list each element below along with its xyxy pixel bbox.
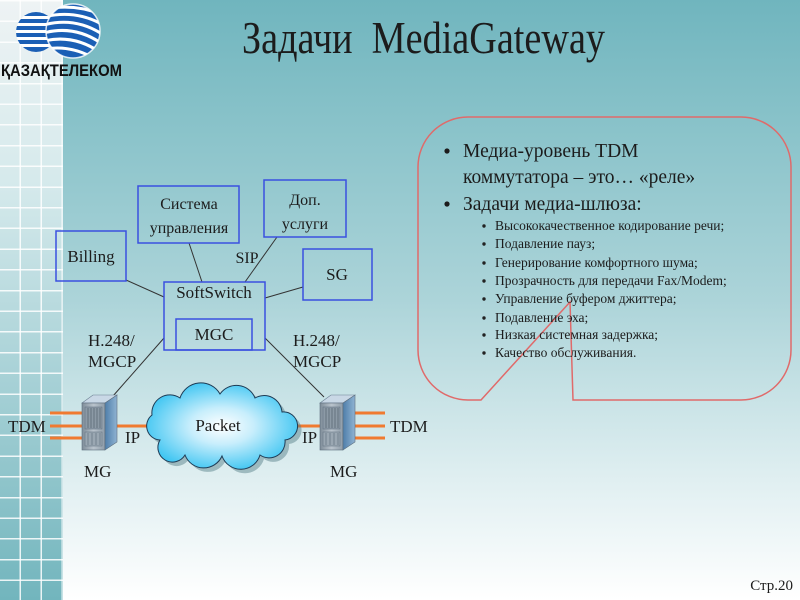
h248-left-label: MGCP (88, 352, 136, 371)
link-softswitch-mg-right (264, 337, 325, 398)
sg-node (302, 248, 373, 301)
slide-title: Задачи MediaGateway (242, 13, 605, 63)
sub-bullet-marker (482, 351, 486, 355)
softswitch-label: SoftSwitch (176, 283, 252, 302)
management-label: управления (150, 220, 229, 237)
callout-shape (417, 116, 792, 401)
tdm-right-label: TDM (390, 417, 428, 436)
bullet-marker (444, 201, 450, 207)
sub-bullet-text: Высококачественное кодирование речи; (495, 218, 724, 233)
server-icon (319, 394, 356, 451)
sip-label: SIP (235, 250, 258, 267)
sub-bullet-marker (482, 224, 486, 228)
mg-left-label: MG (84, 462, 111, 481)
bullet-marker (444, 148, 450, 154)
billing-node (55, 230, 127, 282)
sub-bullet-marker (482, 261, 486, 265)
link-management-softswitch (188, 242, 203, 283)
billing-label: Billing (67, 247, 115, 266)
diagram-links (112, 236, 325, 398)
management-label: Система (160, 196, 218, 213)
callout-bullet-list: Медиа-уровень TDM коммутатора – это… «ре… (444, 141, 695, 215)
server-icon (81, 394, 118, 451)
cloud-icon (146, 382, 302, 474)
sub-bullet-marker (482, 297, 486, 301)
mgc-node (175, 318, 253, 351)
sub-bullet-text: Низкая системная задержка; (495, 327, 658, 342)
sub-bullet-marker (482, 316, 486, 320)
sg-label: SG (326, 265, 348, 284)
trunk-lines (50, 411, 385, 440)
packet-label: Packet (195, 416, 241, 435)
services-label: услуги (282, 216, 329, 233)
bullet-text: коммутатора – это… «реле» (463, 167, 695, 188)
sub-bullet-text: Подавление пауз; (495, 236, 595, 251)
h248-right-label: MGCP (293, 352, 341, 371)
sub-bullet-list: Высококачественное кодирование речи; Под… (482, 218, 727, 360)
mg-right-label: MG (330, 462, 357, 481)
extra-services-node (263, 179, 347, 238)
sub-bullet-text: Качество обслуживания. (495, 345, 636, 360)
h248-right-label: H.248/ (293, 331, 340, 350)
link-sg-softswitch (264, 286, 304, 299)
services-label: Доп. (289, 192, 320, 209)
bullet-text: Задачи медиа-шлюза: (463, 194, 642, 215)
mgc-label: MGC (195, 325, 234, 344)
sub-bullet-text: Прозрачность для передачи Fax/Modem; (495, 273, 727, 288)
left-grid-decoration (0, 0, 63, 600)
link-softswitch-mg-left (112, 337, 165, 397)
bullet-text: Медиа-уровень TDM (463, 141, 639, 162)
management-system-node (137, 185, 240, 244)
sub-bullet-text: Управление буфером джиттера; (495, 291, 676, 306)
ip-left-label: IP (125, 428, 140, 447)
h248-left-label: H.248/ (88, 331, 135, 350)
sub-bullet-marker (482, 333, 486, 337)
sub-bullet-text: Генерирование комфортного шума; (495, 255, 698, 270)
sub-bullet-marker (482, 279, 486, 283)
logo-text: ҚАЗАҚТЕЛЕКОМ (1, 61, 122, 80)
tdm-left-label: TDM (8, 417, 46, 436)
page-number: Стр.20 (750, 578, 793, 594)
sub-bullet-marker (482, 242, 486, 246)
ip-right-label: IP (302, 428, 317, 447)
link-services-softswitch (244, 236, 278, 283)
link-billing-softswitch (125, 279, 165, 298)
globe-logo-icon (16, 3, 101, 59)
sub-bullet-text: Подавление эха; (495, 310, 588, 325)
